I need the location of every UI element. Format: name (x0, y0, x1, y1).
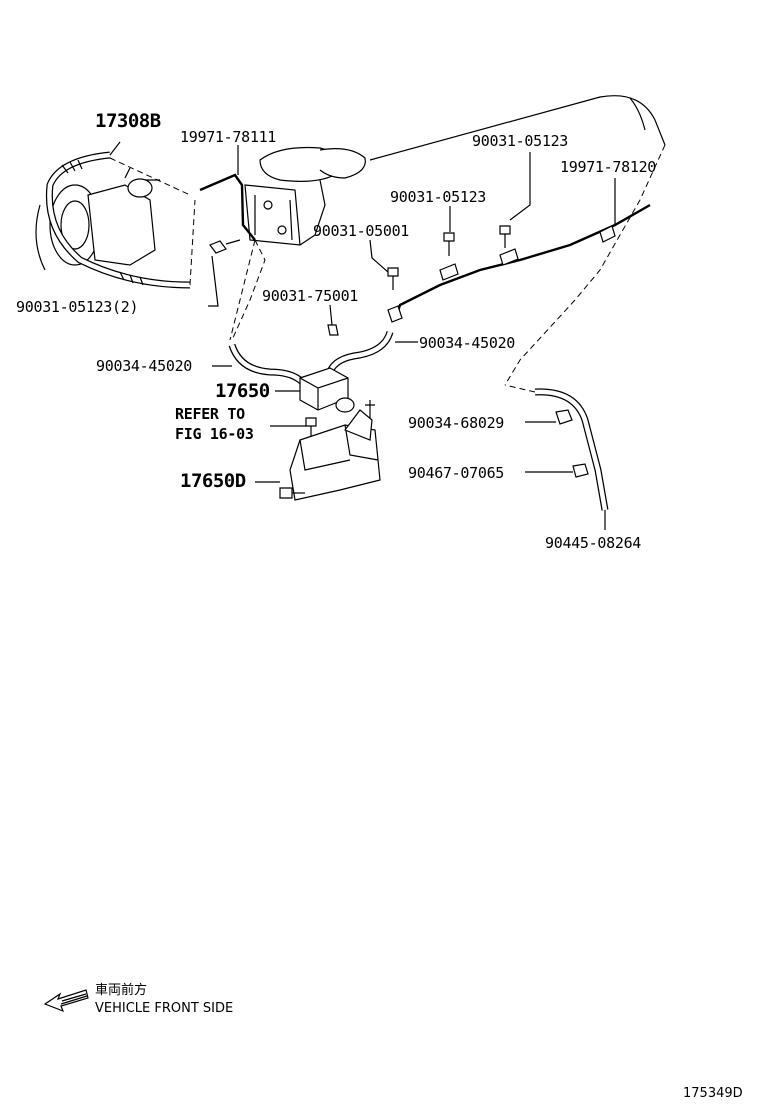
bracket-17650D (279, 400, 381, 501)
label-90034-45020-left: 90034-45020 (96, 357, 193, 375)
label-17650D: 17650D (180, 470, 246, 492)
label-90031-05123-top: 90031-05123 (472, 132, 569, 150)
intake-pipe (259, 146, 366, 246)
legend-japanese: 車両前方 (95, 983, 148, 998)
label-90034-68029: 90034-68029 (408, 414, 505, 432)
label-fig-16-03: FIG 16-03 (175, 425, 254, 443)
leader-lines (109, 141, 616, 530)
label-90445-08264: 90445-08264 (545, 534, 642, 552)
label-90034-45020-right: 90034-45020 (419, 334, 516, 352)
turbo-assembly (35, 167, 160, 271)
figure-id: 175349D (683, 1086, 743, 1101)
hoses-90034-45020 (228, 330, 394, 388)
label-90031-05123-2: 90031-05123(2) (16, 298, 139, 316)
label-90031-75001: 90031-75001 (262, 287, 359, 305)
hose-90445-08264 (534, 388, 609, 511)
vacuum-pipe-bracket (199, 173, 301, 246)
label-19971-78111: 19971-78111 (180, 128, 277, 146)
arrow-left-icon (43, 989, 89, 1013)
label-refer-to: REFER TO (175, 405, 245, 423)
legend-english: VEHICLE FRONT SIDE (95, 1001, 234, 1016)
vacuum-hose-17308B (45, 151, 191, 289)
bolts (209, 225, 511, 442)
connection-lines (109, 157, 536, 393)
engine-outline (369, 95, 666, 386)
vsv-17650 (299, 367, 355, 413)
label-19971-78120: 19971-78120 (560, 158, 657, 176)
label-90031-05001: 90031-05001 (313, 222, 410, 240)
label-17308B: 17308B (95, 110, 161, 132)
label-90031-05123-mid: 90031-05123 (390, 188, 487, 206)
vacuum-pipe-19971-78120 (387, 203, 651, 323)
label-17650: 17650 (215, 380, 270, 402)
label-90467-07065: 90467-07065 (408, 464, 505, 482)
